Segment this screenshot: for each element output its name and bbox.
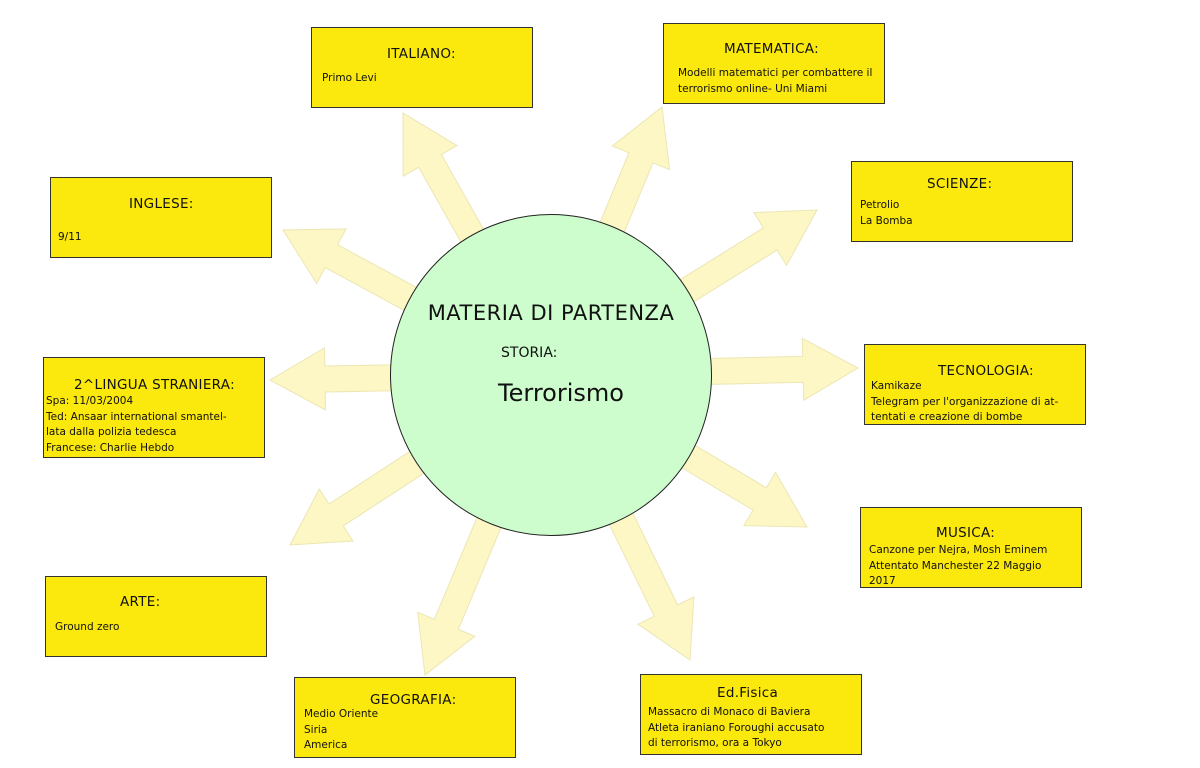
center-topic: Terrorismo <box>498 379 624 407</box>
box-line: Ground zero <box>55 621 120 633</box>
box-inglese: INGLESE: 9/11 <box>50 177 272 258</box>
box-title: MUSICA: <box>936 525 996 541</box>
box-title: SCIENZE: <box>927 176 993 192</box>
box-line: Petrolio <box>860 199 900 211</box>
box-line: Telegram per l'organizzazione di at- <box>871 395 1059 408</box>
box-line: Ted: Ansaar international smantel- <box>46 410 227 423</box>
box-line: tentati e creazione di bombe <box>871 411 1023 423</box>
box-arte: ARTE: Ground zero <box>45 576 267 657</box>
box-title: GEOGRAFIA: <box>370 692 457 708</box>
box-line: Siria <box>304 723 328 736</box>
center-circle: MATERIA DI PARTENZA STORIA: Terrorismo <box>390 214 712 536</box>
box-edfisica: Ed.Fisica Massacro di Monaco di Baviera … <box>640 674 862 755</box>
box-scienze: SCIENZE: Petrolio La Bomba <box>851 161 1073 242</box>
box-title: ARTE: <box>120 594 161 610</box>
center-subject: STORIA: <box>501 345 558 361</box>
box-line: lata dalla polizia tedesca <box>46 426 177 438</box>
box-line: Primo Levi <box>322 72 377 84</box>
box-title: 2^LINGUA STRANIERA: <box>74 377 235 393</box>
box-lingua2: 2^LINGUA STRANIERA: Spa: 11/03/2004 Ted:… <box>43 357 265 458</box>
box-line: 9/11 <box>58 231 82 243</box>
box-line: Francese: Charlie Hebdo <box>46 441 175 454</box>
box-geografia: GEOGRAFIA: Medio Oriente Siria America <box>294 677 516 758</box>
box-line: terrorismo online- Uni Miami <box>678 82 828 95</box>
box-line: 2017 <box>869 575 896 587</box>
box-line: Spa: 11/03/2004 <box>46 395 134 407</box>
box-title: MATEMATICA: <box>724 41 819 57</box>
box-line: Modelli matematici per combattere il <box>678 67 873 79</box>
box-title: Ed.Fisica <box>717 685 779 701</box>
box-musica: MUSICA: Canzone per Nejra, Mosh Eminem A… <box>860 507 1082 588</box>
box-line: Kamikaze <box>871 380 922 392</box>
box-line: Medio Oriente <box>304 708 379 720</box>
box-matematica: MATEMATICA: Modelli matematici per comba… <box>663 23 885 104</box>
box-title: TECNOLOGIA: <box>938 363 1034 379</box>
box-line: Attentato Manchester 22 Maggio <box>869 559 1042 572</box>
box-line: di terrorismo, ora a Tokyo <box>648 737 782 749</box>
box-tecnologia: TECNOLOGIA: Kamikaze Telegram per l'orga… <box>864 344 1086 425</box>
box-title: ITALIANO: <box>387 46 456 62</box>
center-title: MATERIA DI PARTENZA <box>427 301 675 325</box>
box-title: INGLESE: <box>129 196 194 212</box>
box-line: Atleta iraniano Foroughi accusato <box>648 721 825 734</box>
box-italiano: ITALIANO: Primo Levi <box>311 27 533 108</box>
box-line: Massacro di Monaco di Baviera <box>648 706 811 718</box>
box-line: Canzone per Nejra, Mosh Eminem <box>869 544 1048 556</box>
box-line: America <box>304 739 348 751</box>
box-line: La Bomba <box>860 214 913 227</box>
